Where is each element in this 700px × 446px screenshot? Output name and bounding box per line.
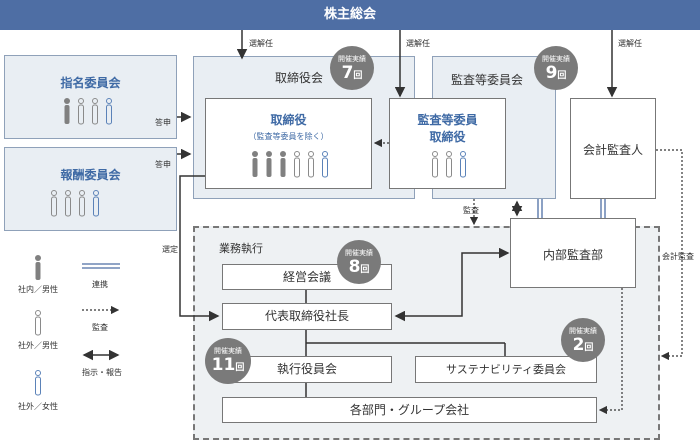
legend-external-male-icon bbox=[35, 310, 41, 336]
badge-unit: 回 bbox=[557, 71, 567, 81]
directors-box: 取締役 （監査等委員を除く） bbox=[205, 98, 372, 189]
compensation-committee-title: 報酬委員会 bbox=[60, 168, 121, 182]
person-icon-external-female bbox=[106, 98, 112, 125]
legend-internal-male-label: 社内／男性 bbox=[18, 285, 58, 294]
audit-committee-title: 監査等委員会 bbox=[450, 73, 523, 87]
board-title: 取締役会 bbox=[274, 71, 323, 85]
badge-count: 9 bbox=[545, 63, 558, 83]
departments-title: 各部門・グループ会社 bbox=[349, 403, 470, 417]
label-audit: 監査 bbox=[463, 206, 479, 215]
badge-caption: 開催実績 bbox=[214, 347, 242, 355]
badge-count: 8 bbox=[348, 257, 361, 277]
badge-caption: 開催実績 bbox=[542, 55, 570, 63]
legend-external-female-icon bbox=[35, 370, 41, 396]
person-icon-internal-male bbox=[64, 98, 70, 124]
sustainability-committee-title: サステナビリティ委員会 bbox=[445, 363, 567, 376]
label-appoint-3: 選解任 bbox=[618, 39, 642, 48]
executive-meetings-badge: 開催実績 11回 bbox=[205, 338, 251, 384]
legend-audit-label: 監査 bbox=[92, 323, 108, 332]
nomination-committee-box: 指名委員会 bbox=[4, 55, 177, 139]
president-box: 代表取締役社長 bbox=[222, 303, 392, 330]
directors-title: 取締役 bbox=[270, 113, 307, 127]
badge-unit: 回 bbox=[353, 71, 363, 81]
compensation-members-icons bbox=[51, 190, 99, 217]
person-icon-external-male bbox=[92, 98, 98, 125]
badge-count: 2 bbox=[572, 335, 585, 355]
directors-members-icons bbox=[252, 151, 328, 178]
audit-committee-meetings-badge: 開催実績 9回 bbox=[534, 46, 578, 90]
label-report-1: 答申 bbox=[155, 118, 171, 127]
shareholders-meeting-bar: 株主総会 bbox=[0, 0, 700, 30]
accounting-auditor-box: 会計監査人 bbox=[570, 98, 656, 199]
accounting-auditor-title: 会計監査人 bbox=[582, 143, 643, 157]
person-icon-external-male bbox=[78, 98, 84, 125]
internal-audit-box: 内部監査部 bbox=[510, 218, 636, 288]
board-meetings-badge: 開催実績 7回 bbox=[330, 46, 374, 90]
badge-count: 7 bbox=[341, 63, 354, 83]
label-select: 選定 bbox=[162, 245, 178, 254]
executive-committee-title: 執行役員会 bbox=[276, 362, 337, 376]
management-meetings-badge: 開催実績 8回 bbox=[337, 240, 381, 284]
label-report-2: 答申 bbox=[155, 160, 171, 169]
legend-instruction-label: 指示・報告 bbox=[82, 368, 122, 377]
audit-members-icons bbox=[432, 151, 466, 178]
audit-member-line2: 取締役 bbox=[429, 130, 466, 144]
person-icon-external-male bbox=[51, 190, 57, 217]
sustainability-committee-box: サステナビリティ委員会 bbox=[415, 356, 597, 383]
internal-audit-title: 内部監査部 bbox=[542, 248, 603, 262]
president-title: 代表取締役社長 bbox=[264, 309, 349, 323]
person-icon-external-male bbox=[79, 190, 85, 217]
directors-note: （監査等委員を除く） bbox=[248, 132, 329, 141]
badge-caption: 開催実績 bbox=[338, 55, 366, 63]
label-accounting-audit: 会計監査 bbox=[662, 252, 694, 261]
nomination-committee-title: 指名委員会 bbox=[60, 76, 121, 90]
compensation-committee-box: 報酬委員会 bbox=[4, 147, 177, 231]
badge-caption: 開催実績 bbox=[345, 249, 373, 257]
legend-external-male-label: 社外／男性 bbox=[18, 341, 58, 350]
nomination-members-icons bbox=[64, 98, 112, 125]
badge-count: 11 bbox=[211, 355, 236, 375]
badge-unit: 回 bbox=[235, 363, 245, 373]
label-appoint-1: 選解任 bbox=[249, 39, 273, 48]
legend-internal-male-icon bbox=[35, 255, 41, 280]
person-icon-external-male bbox=[65, 190, 71, 217]
badge-unit: 回 bbox=[360, 265, 370, 275]
audit-member-line1: 監査等委員 bbox=[417, 113, 478, 127]
badge-unit: 回 bbox=[584, 343, 594, 353]
management-meeting-title: 経営会議 bbox=[282, 270, 331, 284]
label-appoint-2: 選解任 bbox=[406, 39, 430, 48]
legend-external-female-label: 社外／女性 bbox=[18, 402, 58, 411]
execution-title: 業務執行 bbox=[219, 242, 263, 255]
audit-member-directors-box: 監査等委員 取締役 bbox=[389, 98, 506, 189]
departments-box: 各部門・グループ会社 bbox=[222, 397, 597, 423]
badge-caption: 開催実績 bbox=[569, 327, 597, 335]
sustainability-meetings-badge: 開催実績 2回 bbox=[561, 318, 605, 362]
person-icon-external-female bbox=[93, 190, 99, 217]
legend-cooperation-label: 連携 bbox=[92, 280, 108, 289]
